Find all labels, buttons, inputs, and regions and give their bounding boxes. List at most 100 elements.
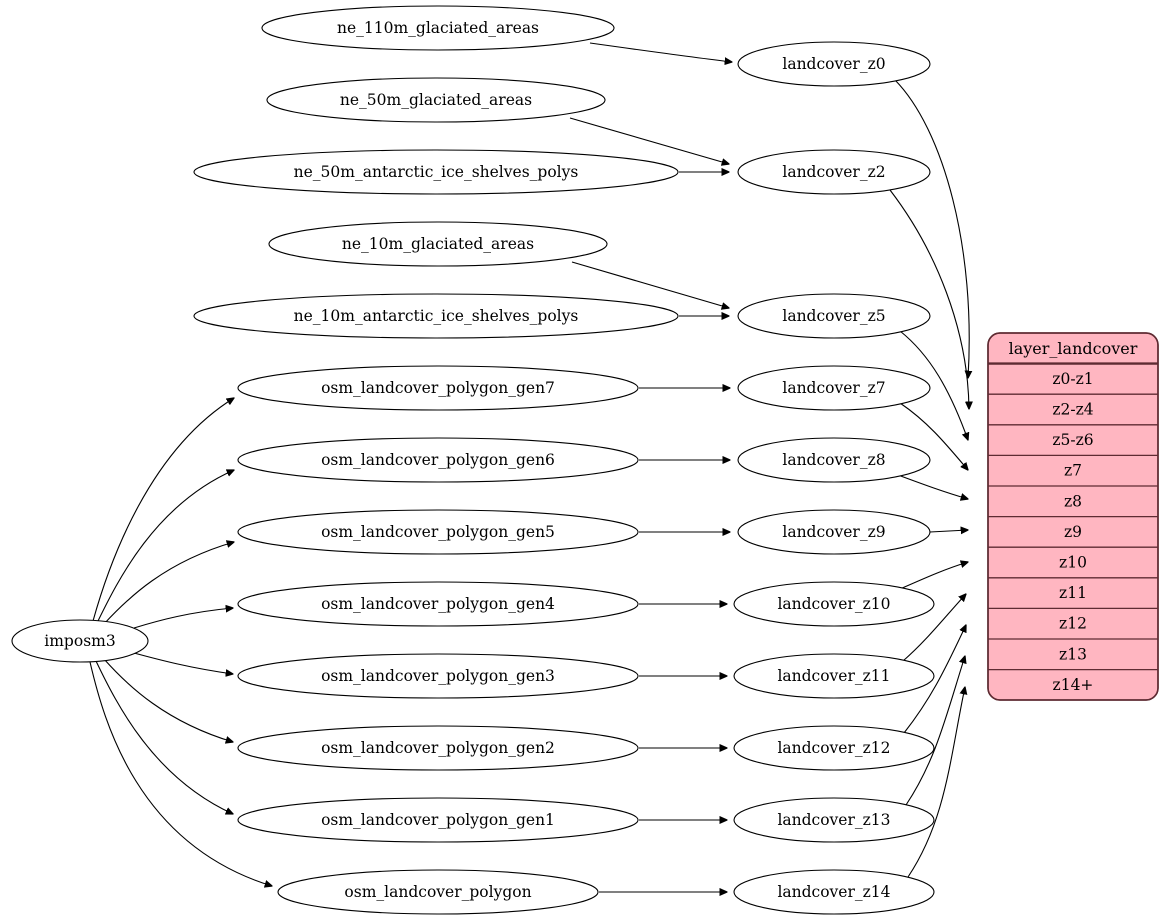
node-landcover_z7[interactable]: landcover_z7: [737, 365, 931, 411]
table-row-z5-z6[interactable]: z5-z6: [988, 424, 1158, 449]
table-row-label: z0-z1: [1052, 370, 1093, 388]
edge-imposm3-gen5: [103, 542, 234, 625]
edges-layer: [89, 42, 969, 892]
edge-z0-row-z0z1: [894, 79, 969, 378]
node-landcover_z9[interactable]: landcover_z9: [737, 509, 931, 555]
edge-ne10mglac-z5: [571, 261, 729, 308]
node-ellipse-landcover_z9: [737, 509, 931, 555]
node-ellipse-ne_10m_antarctic_ice_shelves_polys: [193, 293, 679, 339]
table-row-z0-z1[interactable]: z0-z1: [1052, 370, 1093, 388]
node-label-landcover_z11: landcover_z11: [777, 667, 890, 685]
node-osm_landcover_polygon_gen2[interactable]: osm_landcover_polygon_gen2: [237, 725, 639, 771]
edge-imposm3-gen6: [96, 470, 234, 624]
node-label-landcover_z5: landcover_z5: [782, 307, 885, 325]
node-label-osm_landcover_polygon_gen3: osm_landcover_polygon_gen3: [321, 667, 555, 685]
node-osm_landcover_polygon_gen5[interactable]: osm_landcover_polygon_gen5: [237, 509, 639, 555]
table-row-z8[interactable]: z8: [988, 485, 1158, 510]
node-ellipse-imposm3: [11, 619, 149, 663]
node-ellipse-osm_landcover_polygon_gen1: [237, 797, 639, 843]
node-ellipse-landcover_z7: [737, 365, 931, 411]
node-label-landcover_z9: landcover_z9: [782, 523, 885, 541]
node-label-ne_50m_antarctic_ice_shelves_polys: ne_50m_antarctic_ice_shelves_polys: [294, 163, 579, 181]
node-label-osm_landcover_polygon_gen7: osm_landcover_polygon_gen7: [321, 379, 555, 397]
edge-z5-row-z5z6: [899, 330, 968, 440]
node-ellipse-landcover_z14: [733, 869, 935, 915]
node-osm_landcover_polygon_gen7[interactable]: osm_landcover_polygon_gen7: [237, 365, 639, 411]
edge-imposm3-gen4: [133, 608, 233, 629]
edge-z14-row-z14plus: [907, 687, 965, 878]
node-osm_landcover_polygon_gen3[interactable]: osm_landcover_polygon_gen3: [237, 653, 639, 699]
node-label-landcover_z13: landcover_z13: [777, 811, 890, 829]
table-row-label: z11: [1059, 584, 1087, 602]
table-row-z7[interactable]: z7: [988, 454, 1158, 480]
node-label-ne_110m_glaciated_areas: ne_110m_glaciated_areas: [337, 19, 539, 37]
node-label-ne_50m_glaciated_areas: ne_50m_glaciated_areas: [340, 91, 532, 109]
edge-ne110m-z0: [589, 42, 732, 62]
node-landcover_z8[interactable]: landcover_z8: [737, 437, 931, 483]
table-row-z10[interactable]: z10: [988, 546, 1158, 572]
node-osm_landcover_polygon[interactable]: osm_landcover_polygon: [277, 869, 599, 915]
node-ellipse-osm_landcover_polygon: [277, 869, 599, 915]
edge-z2-row-z2z4: [889, 189, 969, 409]
node-ellipse-landcover_z0: [737, 41, 931, 87]
node-label-ne_10m_glaciated_areas: ne_10m_glaciated_areas: [342, 235, 534, 253]
node-landcover_z0[interactable]: landcover_z0: [737, 41, 931, 87]
table-row-z11[interactable]: z11: [988, 577, 1158, 602]
node-label-osm_landcover_polygon: osm_landcover_polygon: [344, 883, 531, 901]
node-ellipse-landcover_z10: [733, 581, 935, 627]
node-ellipse-landcover_z2: [737, 149, 931, 195]
edge-z12-row-z12: [903, 625, 966, 734]
node-osm_landcover_polygon_gen1[interactable]: osm_landcover_polygon_gen1: [237, 797, 639, 843]
edge-z9-row-z9: [929, 530, 968, 532]
node-label-ne_10m_antarctic_ice_shelves_polys: ne_10m_antarctic_ice_shelves_polys: [294, 307, 579, 325]
table-row-z9[interactable]: z9: [988, 515, 1158, 541]
node-ellipse-osm_landcover_polygon_gen4: [237, 581, 639, 627]
node-landcover_z2[interactable]: landcover_z2: [737, 149, 931, 195]
node-osm_landcover_polygon_gen6[interactable]: osm_landcover_polygon_gen6: [237, 437, 639, 483]
node-ne_10m_glaciated_areas[interactable]: ne_10m_glaciated_areas: [268, 221, 608, 267]
nodes-layer: imposm3 ne_110m_glaciated_areas ne_50m_gla…: [11, 5, 935, 915]
edge-imposm3-gen2: [103, 658, 233, 742]
node-ne_110m_glaciated_areas[interactable]: ne_110m_glaciated_areas: [261, 5, 615, 51]
node-landcover_z12[interactable]: landcover_z12: [733, 725, 935, 771]
edge-z11-row-z11: [902, 594, 966, 662]
node-landcover_z14[interactable]: landcover_z14: [733, 869, 935, 915]
node-ellipse-osm_landcover_polygon_gen7: [237, 365, 639, 411]
node-label-landcover_z2: landcover_z2: [782, 163, 885, 181]
layer-landcover-table[interactable]: layer_landcoverz0-z1z2-z4z5-z6z7z8z9z10z…: [987, 332, 1159, 701]
edge-imposm3-gen3: [133, 652, 233, 674]
node-ellipse-ne_50m_glaciated_areas: [266, 77, 606, 123]
node-ellipse-landcover_z12: [733, 725, 935, 771]
node-landcover_z10[interactable]: landcover_z10: [733, 581, 935, 627]
table-row-label: z5-z6: [1052, 431, 1093, 449]
node-ellipse-ne_10m_glaciated_areas: [268, 221, 608, 267]
node-ne_50m_antarctic_ice_shelves_polys[interactable]: ne_50m_antarctic_ice_shelves_polys: [193, 149, 679, 195]
table-row-z13[interactable]: z13: [988, 638, 1158, 663]
node-label-osm_landcover_polygon_gen6: osm_landcover_polygon_gen6: [321, 451, 555, 469]
edge-imposm3-gen1: [95, 660, 233, 814]
node-imposm3[interactable]: imposm3: [11, 619, 149, 663]
node-ne_10m_antarctic_ice_shelves_polys[interactable]: ne_10m_antarctic_ice_shelves_polys: [193, 293, 679, 339]
node-landcover_z5[interactable]: landcover_z5: [737, 293, 931, 339]
node-label-landcover_z7: landcover_z7: [782, 379, 885, 397]
edge-imposm3-polygon: [89, 661, 272, 886]
table-row-z12[interactable]: z12: [988, 607, 1158, 633]
node-landcover_z13[interactable]: landcover_z13: [733, 797, 935, 843]
node-ne_50m_glaciated_areas[interactable]: ne_50m_glaciated_areas: [266, 77, 606, 123]
table-row-z2-z4[interactable]: z2-z4: [988, 393, 1158, 419]
table-row-z14+[interactable]: z14+: [988, 668, 1158, 694]
node-ellipse-ne_50m_antarctic_ice_shelves_polys: [193, 149, 679, 195]
node-label-landcover_z14: landcover_z14: [777, 883, 890, 901]
edge-z8-row-z8: [897, 474, 968, 499]
node-label-osm_landcover_polygon_gen1: osm_landcover_polygon_gen1: [321, 811, 555, 829]
node-label-landcover_z10: landcover_z10: [777, 595, 890, 613]
node-osm_landcover_polygon_gen4[interactable]: osm_landcover_polygon_gen4: [237, 581, 639, 627]
table-row-label: z12: [1059, 615, 1087, 633]
node-ellipse-ne_110m_glaciated_areas: [261, 5, 615, 51]
table-row-label: z7: [1064, 462, 1082, 480]
edge-z7-row-z7: [899, 402, 968, 470]
node-landcover_z11[interactable]: landcover_z11: [733, 653, 935, 699]
table-row-label: z14+: [1053, 676, 1094, 694]
node-ellipse-osm_landcover_polygon_gen5: [237, 509, 639, 555]
